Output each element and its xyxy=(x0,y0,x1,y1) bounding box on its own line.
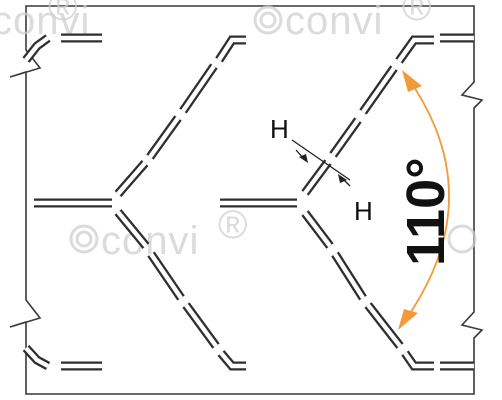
watermark-text-top: convi xyxy=(285,0,383,43)
left-chevron-lower-a-gap xyxy=(116,210,148,248)
angle-arrow-top xyxy=(402,70,422,92)
edge-slit-top-left-bend-gap xyxy=(24,36,50,62)
right-chevron-lower-a-gap xyxy=(303,211,332,248)
angle-arc xyxy=(403,77,450,323)
watermark-mark-middle: ® xyxy=(218,203,248,247)
angle-annotation: 110° xyxy=(396,70,456,330)
dimension-arrow-bottom xyxy=(338,174,347,183)
angle-arrow-bottom xyxy=(398,309,418,330)
right-chevron-upper-d-gap xyxy=(397,37,434,63)
slit-pattern xyxy=(22,33,474,371)
left-chevron-lower-d-gap xyxy=(219,351,246,369)
right-chevron-upper-a-gap xyxy=(303,160,330,195)
slot-width-dimension: H H xyxy=(270,114,373,226)
right-chevron-lower-c-gap xyxy=(366,303,402,348)
slot-width-label-bottom: H xyxy=(354,196,373,226)
dimension-line xyxy=(291,139,351,181)
watermark-top: convi ® xyxy=(253,0,432,43)
dimension-arrow-top xyxy=(299,154,308,163)
watermark-mark-top-left: ® xyxy=(48,0,78,29)
right-chevron-lower-b-gap xyxy=(333,252,365,300)
edge-slit-bottom-left-bend-gap xyxy=(24,346,50,368)
left-chevron-upper-b-gap xyxy=(148,116,180,159)
left-chevron-lower-b-gap xyxy=(149,252,183,300)
angle-label: 110° xyxy=(396,157,456,266)
left-chevron-upper-c-gap xyxy=(181,64,216,113)
right-chevron-upper-c-gap xyxy=(361,66,396,114)
right-chevron-upper-b-gap xyxy=(331,118,360,157)
slot-width-label-top: H xyxy=(270,114,289,144)
left-chevron-lower-c-gap xyxy=(184,303,218,348)
right-chevron-lower-d-gap xyxy=(403,351,434,369)
left-chevron-upper-d-gap xyxy=(217,37,246,62)
left-chevron-upper-a-gap xyxy=(116,161,147,196)
watermark-right xyxy=(447,224,477,254)
watermark-mark-top: ® xyxy=(402,0,432,29)
